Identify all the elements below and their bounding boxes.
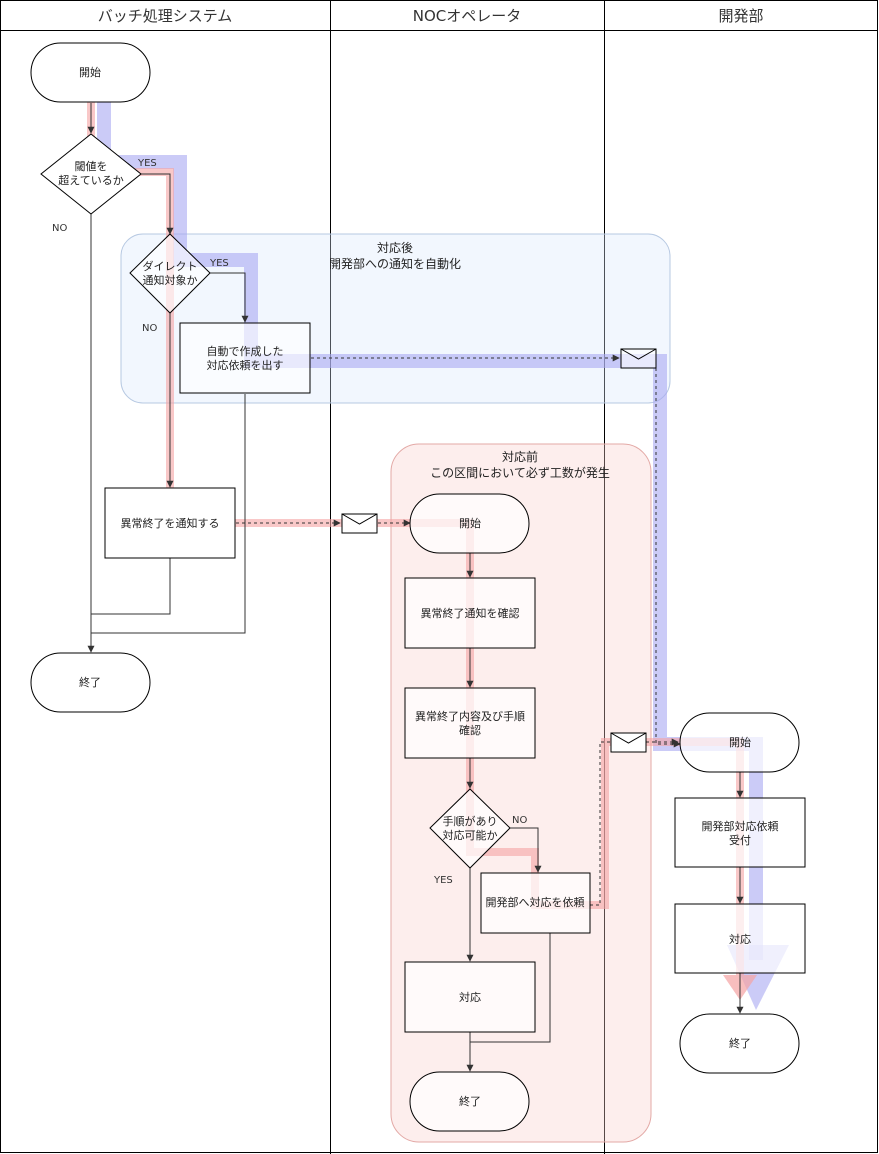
auto-request-line1: 自動で作成した — [207, 344, 284, 358]
noc-handle-label: 対応 — [459, 990, 481, 1004]
batch-end-terminator — [30, 652, 151, 713]
dev-end-label: 終了 — [729, 1036, 751, 1050]
group-before-title: 対応前 — [502, 449, 538, 464]
edge-decide-no — [510, 827, 542, 873]
batch-start-terminator — [30, 42, 151, 103]
label-decide-no: NO — [512, 815, 527, 826]
edge-notify-to-end — [91, 558, 171, 615]
direct-decision — [129, 233, 211, 314]
edge-request-to-mail — [590, 741, 610, 906]
direct-label-line2: 通知対象か — [143, 273, 198, 287]
mail-icon — [620, 348, 657, 369]
notify-box — [104, 487, 236, 559]
group-after-subtitle: 開発部への通知を自動化 — [329, 256, 461, 271]
lane-title-dev: 開発部 — [718, 7, 763, 25]
label-decide-yes: YES — [433, 875, 453, 886]
group-after-title: 対応後 — [377, 241, 413, 255]
notify-label: 異常終了を通知する — [121, 516, 220, 530]
check-notice-box — [404, 577, 536, 649]
edge-auto-to-end — [91, 394, 246, 634]
batch-start-label: 開始 — [79, 65, 101, 79]
connectors — [87, 103, 744, 1072]
noc-start-label: 開始 — [459, 516, 481, 530]
feasibility-line1: 手順があり — [443, 814, 498, 828]
threshold-label-line2: 超えているか — [58, 173, 123, 187]
noc-start-terminator — [409, 493, 530, 554]
direct-label-line1: ダイレクト — [143, 259, 198, 273]
request-dev-box — [480, 872, 591, 934]
edge-request-to-end — [470, 933, 551, 1043]
label-direct-yes: YES — [209, 258, 229, 269]
check-notice-label: 異常終了通知を確認 — [421, 606, 520, 620]
dev-start-label: 開始 — [729, 735, 751, 749]
edge-direct-yes — [210, 272, 249, 323]
noc-end-label: 終了 — [459, 1094, 481, 1108]
check-detail-line2: 確認 — [459, 723, 481, 737]
dev-start-terminator — [679, 712, 800, 773]
request-dev-label: 開発部へ対応を依頼 — [486, 895, 585, 909]
label-direct-no: NO — [142, 323, 157, 334]
label-threshold-yes: YES — [137, 158, 157, 169]
dev-handle-box — [674, 903, 806, 974]
batch-end-label: 終了 — [79, 675, 101, 689]
threshold-decision — [40, 133, 142, 215]
dev-receive-line2: 受付 — [729, 834, 751, 847]
dev-end-terminator — [679, 1013, 800, 1074]
mail-icon — [341, 513, 378, 534]
dev-receive-line1: 開発部対応依頼 — [702, 819, 779, 833]
lane-title-batch: バッチ処理システム — [98, 7, 233, 25]
noc-end-terminator — [409, 1071, 530, 1132]
auto-request-box — [179, 322, 311, 394]
auto-request-line2: 対応依頼を出す — [207, 358, 284, 372]
threshold-label-line1: 閾値を — [75, 160, 108, 173]
group-before-subtitle: この区間において必ず工数が発生 — [430, 465, 610, 480]
check-detail-line1: 異常終了内容及び手順 — [415, 709, 525, 723]
feasibility-decision — [429, 788, 511, 869]
lane-title-noc: NOCオペレータ — [413, 7, 522, 25]
edge-threshold-yes — [140, 173, 174, 235]
check-detail-box — [404, 687, 536, 759]
label-threshold-no: NO — [52, 223, 67, 234]
noc-handle-box — [404, 961, 536, 1033]
mail-icon — [610, 732, 647, 753]
dev-receive-box — [674, 797, 806, 868]
dev-handle-label: 対応 — [729, 932, 751, 946]
feasibility-line2: 対応可能か — [443, 828, 498, 842]
